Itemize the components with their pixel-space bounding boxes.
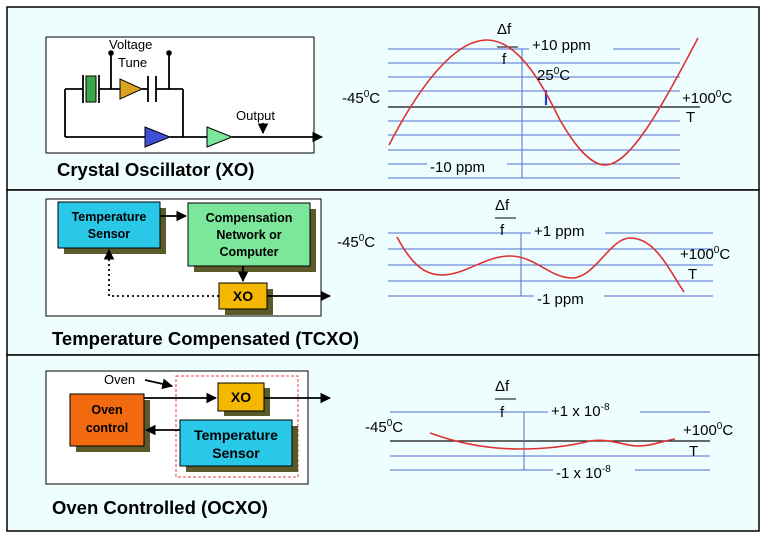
- ocxo-plus-label: +1 x 10-8: [551, 402, 610, 420]
- tune-label: Tune: [118, 55, 147, 70]
- output-label: Output: [236, 108, 275, 123]
- tcxo-feedback-wire: [103, 248, 219, 297]
- tcxo-tmin-label: -450C: [337, 233, 375, 251]
- oven-label: Oven: [104, 372, 135, 387]
- ocxo-xo-block: [217, 382, 265, 412]
- ocxo-minus-label: -1 x 10-8: [556, 464, 611, 482]
- tcxo-plus-label: +1 ppm: [534, 223, 584, 240]
- xo-circuit: [64, 50, 324, 148]
- tcxo-xo-block: [218, 282, 268, 310]
- oven-control-block: [69, 393, 145, 447]
- tcxo-minus-label: -1 ppm: [537, 291, 584, 308]
- tcxo-tmax-label: +1000C: [680, 245, 730, 263]
- tcxo-sensor-l2: Sensor: [88, 227, 131, 241]
- xo-plus-label: +10 ppm: [532, 37, 591, 54]
- buffer-icon: [206, 126, 234, 148]
- ocxo-sensor-l1: Temperature: [194, 427, 278, 443]
- tcxo-comp-l2: Network or: [216, 228, 281, 242]
- tcxo-f-label: f: [500, 222, 505, 239]
- tcxo-xo-label: XO: [233, 288, 253, 304]
- xo-t-label: T: [686, 109, 695, 126]
- ocxo-sensor-l2: Sensor: [212, 445, 260, 461]
- ocxo-temperature-sensor: [179, 419, 293, 467]
- xo-df-label: Δf: [497, 21, 512, 38]
- tcxo-comp-l1: Compensation: [206, 211, 293, 225]
- xo-minus-label: -10 ppm: [430, 159, 485, 176]
- xo-tmax-label: +1000C: [682, 89, 732, 107]
- xo-f-label: f: [502, 51, 507, 68]
- ocxo-tmin-label: -450C: [365, 418, 403, 436]
- ocxo-df-label: Δf: [495, 378, 510, 395]
- oven-control-l1: Oven: [91, 403, 122, 417]
- oven-control-l2: control: [86, 421, 128, 435]
- ocxo-tmax-label: +1000C: [683, 421, 733, 439]
- tcxo-comp-l3: Computer: [219, 245, 278, 259]
- ocxo-xo-label: XO: [231, 389, 251, 405]
- tcxo-sensor-l1: Temperature: [72, 210, 147, 224]
- tcxo-title: Temperature Compensated (TCXO): [52, 328, 359, 349]
- xo-tmin-label: -450C: [342, 89, 380, 107]
- amplifier-icon: [144, 126, 172, 148]
- tcxo-curve: [396, 236, 685, 293]
- ocxo-curve: [429, 432, 676, 450]
- tcxo-compensation-network: [187, 202, 311, 267]
- tcxo-temperature-sensor: [57, 201, 161, 249]
- voltage-label: Voltage: [109, 37, 152, 52]
- xo-curve: [388, 37, 699, 166]
- xo-title: Crystal Oscillator (XO): [57, 159, 254, 180]
- xo-t25-label: 250C: [537, 66, 570, 84]
- crystal-icon: [85, 75, 97, 103]
- ocxo-title: Oven Controlled (OCXO): [52, 497, 268, 518]
- tcxo-t-label: T: [688, 266, 697, 283]
- ocxo-t-label: T: [689, 443, 698, 460]
- tcxo-df-label: Δf: [495, 197, 510, 214]
- ocxo-f-label: f: [500, 404, 505, 421]
- varactor-icon: [119, 78, 144, 100]
